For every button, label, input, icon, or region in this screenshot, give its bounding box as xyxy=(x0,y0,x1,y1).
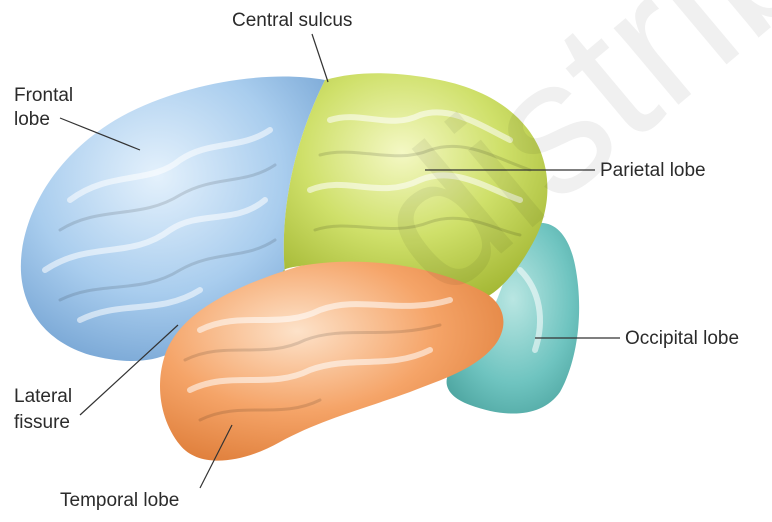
label-occipital: Occipital lobe xyxy=(625,327,739,350)
label-central-sulcus: Central sulcus xyxy=(232,9,352,32)
label-lateral-line1: Lateral xyxy=(14,385,72,408)
label-lateral-line2: fissure xyxy=(14,411,70,434)
leader-central-sulcus xyxy=(312,34,328,82)
label-parietal: Parietal lobe xyxy=(600,159,706,182)
label-temporal: Temporal lobe xyxy=(60,489,179,512)
label-frontal-line2: lobe xyxy=(14,108,50,131)
label-frontal-line1: Frontal xyxy=(14,84,73,107)
